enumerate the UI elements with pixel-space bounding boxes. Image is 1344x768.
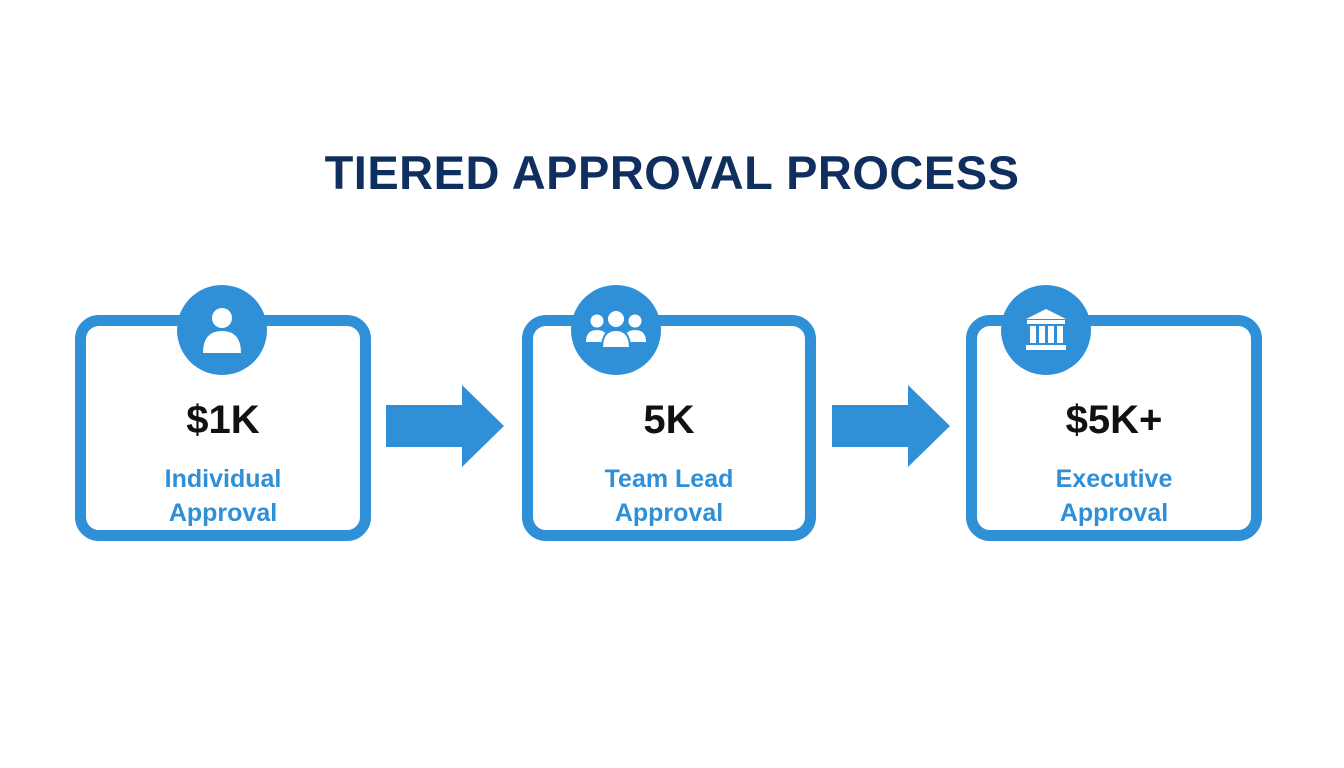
- tier-amount: $5K+: [1065, 398, 1163, 442]
- tier-label: Individual Approval: [164, 465, 282, 527]
- tier-label: Team Lead Approval: [604, 465, 734, 527]
- tier-label: Executive Approval: [1055, 465, 1173, 527]
- tier-icon-badge: [177, 285, 267, 375]
- diagram-title: TIERED APPROVAL PROCESS: [324, 146, 1020, 199]
- bank-icon: [1026, 309, 1066, 350]
- tier-amount: $1K: [186, 398, 260, 442]
- team-icon: [586, 311, 646, 349]
- tier-card-executive: $5K+ Executive Approval: [966, 285, 1262, 541]
- tier-icon-badge: [1001, 285, 1091, 375]
- tier-card-team-lead: 5K Team Lead Approval: [522, 285, 816, 541]
- tier-amount: 5K: [643, 398, 695, 442]
- tier-card-individual: $1K Individual Approval: [75, 285, 371, 541]
- arrow-right-icon: [386, 385, 504, 467]
- person-icon: [203, 308, 241, 353]
- tier-icon-badge: [571, 285, 661, 375]
- arrow-right-icon: [832, 385, 950, 467]
